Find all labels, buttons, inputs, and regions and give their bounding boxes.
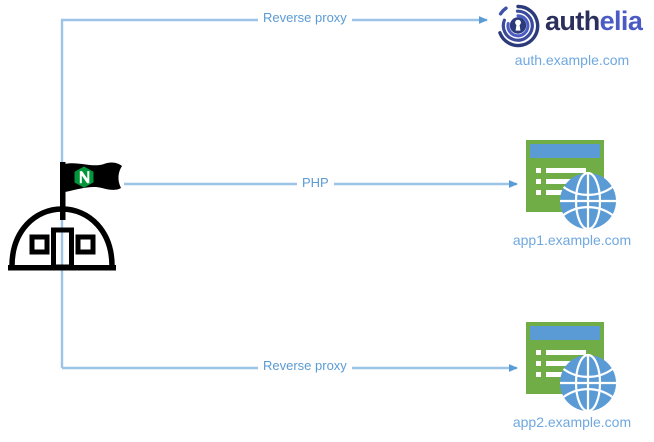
- authelia-wordmark-part2: elia: [599, 6, 643, 36]
- edge-label-reverse-proxy-auth: Reverse proxy: [258, 10, 352, 26]
- nginx-server-icon: [8, 162, 122, 271]
- node-label-app1: app1.example.com: [512, 232, 632, 248]
- authelia-wordmark-part1: auth: [545, 6, 600, 36]
- nginx-n-hexagon-icon: [74, 166, 94, 188]
- node-label-auth: auth.example.com: [514, 52, 630, 68]
- web-app-icon-app2: [526, 322, 616, 413]
- nginx-flag-pole: [60, 162, 66, 220]
- app1-titlebar: [530, 144, 600, 158]
- web-app-icon-app1: [526, 140, 616, 231]
- edge-reverse-proxy-auth: [60, 16, 488, 368]
- app1-globe-icon: [560, 171, 616, 231]
- authelia-logo-icon: [498, 4, 540, 48]
- edge-label-php: PHP: [297, 175, 334, 191]
- node-label-app2: app2.example.com: [512, 414, 632, 430]
- app2-globe-icon: [560, 353, 616, 413]
- nginx-window-right: [75, 234, 96, 255]
- nginx-dome: [9, 206, 115, 267]
- authelia-wordmark: authelia: [545, 6, 643, 37]
- nginx-door: [51, 227, 74, 270]
- edge-label-reverse-proxy-app2: Reverse proxy: [258, 358, 352, 374]
- edge-line-reverse-proxy-auth: [60, 16, 488, 368]
- nginx-window-left: [29, 234, 50, 255]
- app2-titlebar: [530, 326, 600, 340]
